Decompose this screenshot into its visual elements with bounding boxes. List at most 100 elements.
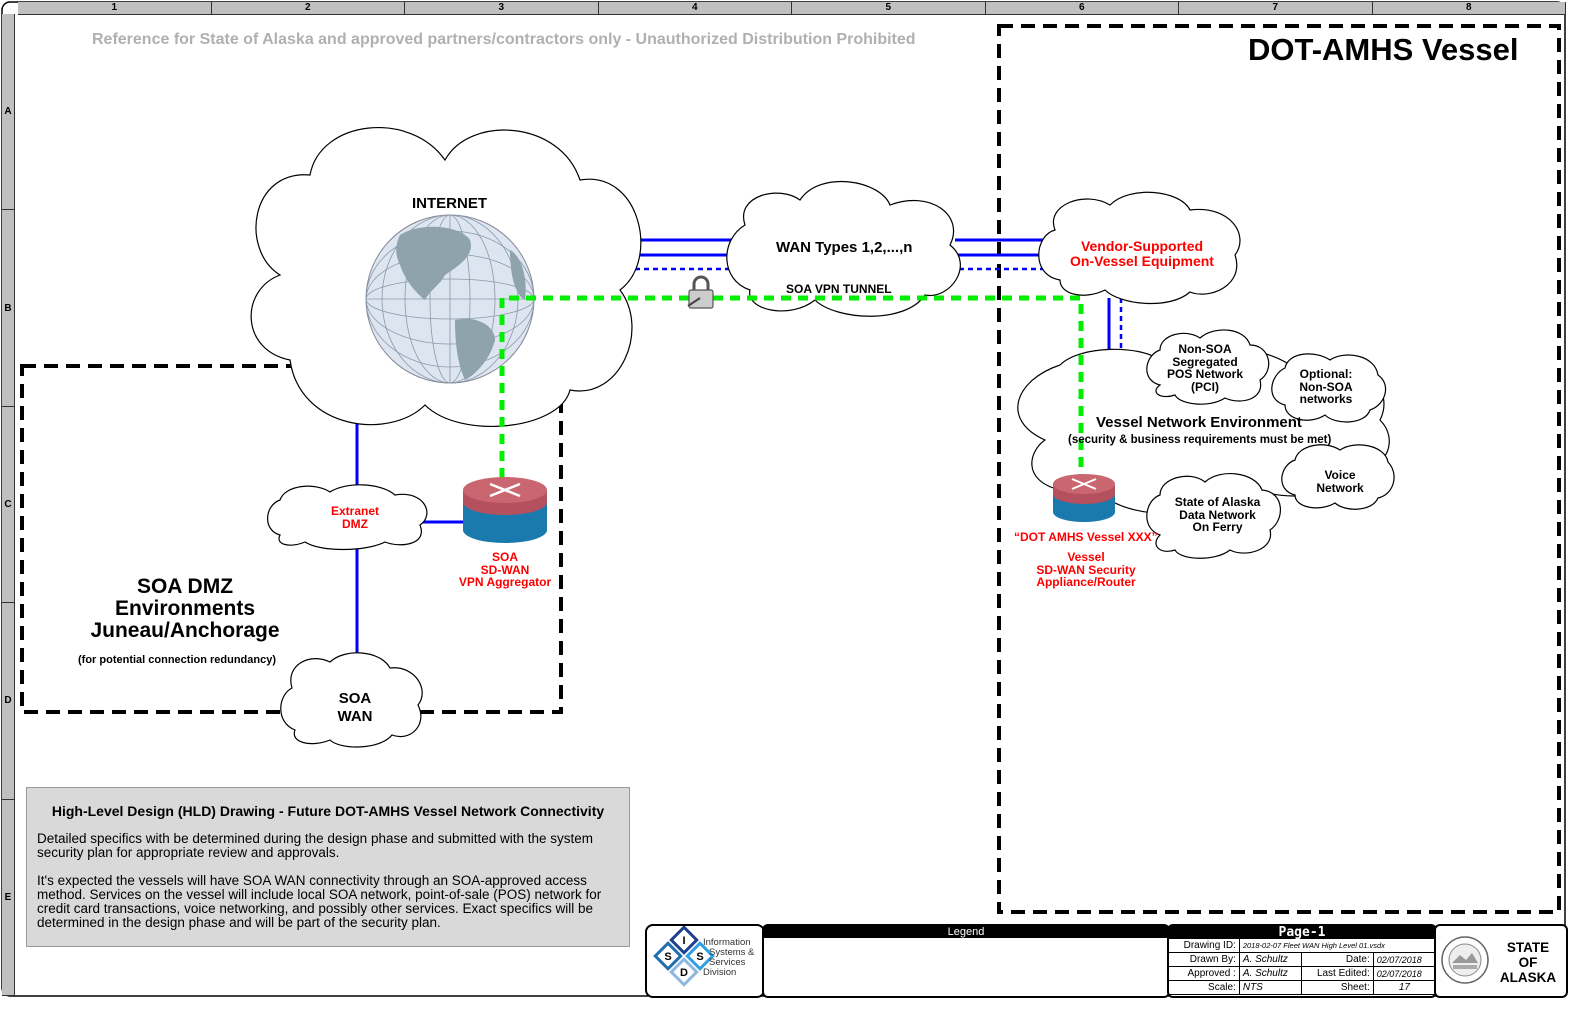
dmz-line: Juneau/Anchorage bbox=[90, 619, 280, 643]
aggregator-line: SOA bbox=[491, 550, 518, 564]
voice-line: Network bbox=[1316, 480, 1364, 495]
notes-box: High-Level Design (HLD) Drawing - Future… bbox=[26, 787, 630, 947]
soa-wan-line: WAN bbox=[337, 708, 373, 725]
voice-cloud bbox=[1281, 444, 1395, 510]
pos-line: Segregated bbox=[1172, 354, 1238, 369]
title-block: Page-1 Drawing ID: 2018-02-07 Fleet WAN … bbox=[1167, 924, 1437, 998]
vessel-env-subtitle: (security & business requirements must b… bbox=[1068, 434, 1332, 446]
scale-label: Scale: bbox=[1169, 980, 1240, 995]
ruler-col: 8 bbox=[1373, 2, 1566, 14]
sheet-value: 17 bbox=[1372, 980, 1435, 995]
dmz-line: SOA DMZ bbox=[136, 575, 234, 598]
logo-text: Information Systems & Services Division bbox=[703, 938, 754, 978]
disclaimer: Reference for State of Alaska and approv… bbox=[92, 31, 916, 48]
vessel-router-line: SD-WAN Security bbox=[1036, 562, 1136, 577]
sheet-label: Sheet: bbox=[1301, 980, 1374, 995]
soa-data-line: On Ferry bbox=[1192, 520, 1243, 535]
internet-label: INTERNET bbox=[412, 195, 487, 212]
logo-letter: I bbox=[682, 935, 685, 947]
state-seal-icon bbox=[1441, 936, 1489, 984]
lock-icon bbox=[687, 275, 714, 309]
state-line: ALASKA bbox=[1499, 970, 1557, 985]
vessel-router-line: Appliance/Router bbox=[1036, 575, 1136, 590]
drawing-id-value: 2018-02-07 Fleet WAN High Level 01.vsdx bbox=[1238, 939, 1435, 953]
ruler-row: A bbox=[2, 14, 14, 211]
legend-title: Legend bbox=[764, 926, 1168, 938]
legend-box: Legend bbox=[762, 924, 1170, 998]
vpn-tunnel-label: SOA VPN TUNNEL bbox=[786, 282, 892, 296]
voice-cloud-label: Voice Network bbox=[1310, 469, 1370, 494]
drawn-by-value: A. Schultz bbox=[1238, 952, 1302, 967]
ruler-row: D bbox=[2, 603, 14, 800]
ruler-col: 4 bbox=[599, 2, 792, 14]
optional-cloud-label: Optional: Non-SOA networks bbox=[1290, 368, 1362, 406]
optional-line: Optional: bbox=[1299, 367, 1353, 381]
extranet-line: Extranet bbox=[330, 504, 380, 518]
date-value: 02/07/2018 bbox=[1372, 952, 1435, 967]
vessel-zone-title: DOT-AMHS Vessel bbox=[1248, 32, 1519, 67]
aggregator-router-icon bbox=[463, 477, 547, 543]
pos-cloud bbox=[1146, 329, 1270, 405]
issd-logo: I S S D Information Systems & Services D… bbox=[645, 924, 765, 998]
logo-letter: S bbox=[696, 951, 703, 963]
state-line: OF bbox=[1518, 955, 1538, 970]
ruler-col: 3 bbox=[405, 2, 599, 14]
title-block-table: Drawing ID: 2018-02-07 Fleet WAN High Le… bbox=[1169, 939, 1435, 995]
soa-data-line: Data Network bbox=[1179, 507, 1256, 522]
vpn-tunnel-path bbox=[499, 295, 1084, 478]
approved-label: Approved : bbox=[1169, 966, 1240, 981]
vessel-zone-border bbox=[997, 24, 1561, 914]
dmz-zone-title: SOA DMZ Environments Juneau/Anchorage bbox=[72, 575, 298, 643]
wan-label: WAN Types 1,2,...,n bbox=[776, 239, 913, 256]
vessel-env-title: Vessel Network Environment bbox=[1096, 414, 1302, 431]
soa-data-line: State of Alaska bbox=[1174, 495, 1261, 509]
logo-letter: D bbox=[680, 967, 688, 979]
soa-data-cloud-label: State of Alaska Data Network On Ferry bbox=[1170, 496, 1265, 534]
scale-value: NTS bbox=[1238, 980, 1302, 995]
page-label: Page-1 bbox=[1169, 926, 1435, 939]
extranet-cloud-label: Extranet DMZ bbox=[320, 505, 390, 530]
notes-title: High-Level Design (HLD) Drawing - Future… bbox=[51, 803, 605, 819]
last-edited-value: 02/07/2018 bbox=[1372, 966, 1435, 981]
vendor-cloud-label: Vendor-Supported On-Vessel Equipment bbox=[1062, 239, 1222, 268]
soa-wan-cloud-label: SOA WAN bbox=[325, 690, 385, 726]
state-of-alaska-block: STATE OF ALASKA bbox=[1434, 924, 1568, 998]
globe-icon bbox=[365, 214, 535, 384]
column-ruler: 1 2 3 4 5 6 7 8 bbox=[18, 2, 1566, 15]
optional-line: networks bbox=[1299, 392, 1353, 407]
drawn-by-label: Drawn By: bbox=[1169, 952, 1240, 967]
notes-paragraph: It's expected the vessels will have SOA … bbox=[37, 873, 602, 930]
state-line: STATE bbox=[1506, 940, 1550, 955]
soa-data-cloud bbox=[1146, 473, 1282, 559]
ruler-col: 1 bbox=[18, 2, 212, 14]
pos-line: Non-SOA bbox=[1178, 342, 1232, 356]
wan-cloud bbox=[726, 180, 961, 317]
ruler-row: E bbox=[2, 800, 14, 997]
ruler-row: C bbox=[2, 407, 14, 604]
ruler-row: B bbox=[2, 210, 14, 407]
pos-line: (PCI) bbox=[1191, 379, 1219, 394]
ruler-col: 6 bbox=[986, 2, 1179, 14]
logo-line: Information bbox=[703, 937, 751, 948]
vendor-line: Vendor-Supported bbox=[1080, 238, 1204, 254]
date-label: Date: bbox=[1301, 952, 1374, 967]
ruler-col: 5 bbox=[792, 2, 986, 14]
pos-cloud-label: Non-SOA Segregated POS Network (PCI) bbox=[1160, 343, 1250, 393]
state-label: STATE OF ALASKA bbox=[1494, 940, 1562, 985]
optional-cloud bbox=[1271, 353, 1387, 423]
aggregator-line: VPN Aggregator bbox=[458, 575, 552, 590]
vendor-cloud bbox=[1038, 191, 1241, 304]
dmz-line: Environments bbox=[114, 597, 256, 621]
soa-wan-cloud bbox=[280, 652, 423, 748]
ruler-col: 7 bbox=[1179, 2, 1373, 14]
extranet-cloud bbox=[267, 484, 428, 551]
last-edited-label: Last Edited: bbox=[1301, 966, 1374, 981]
approved-value: A. Schultz bbox=[1238, 966, 1302, 981]
pos-line: POS Network bbox=[1166, 367, 1244, 382]
vessel-router-name: “DOT AMHS Vessel XXX” bbox=[1014, 530, 1158, 544]
drawing-id-label: Drawing ID: bbox=[1169, 939, 1240, 953]
notes-paragraph: Detailed specifics with be determined du… bbox=[37, 831, 594, 860]
logo-line: Division bbox=[703, 967, 737, 978]
soa-wan-line: SOA bbox=[338, 690, 372, 707]
